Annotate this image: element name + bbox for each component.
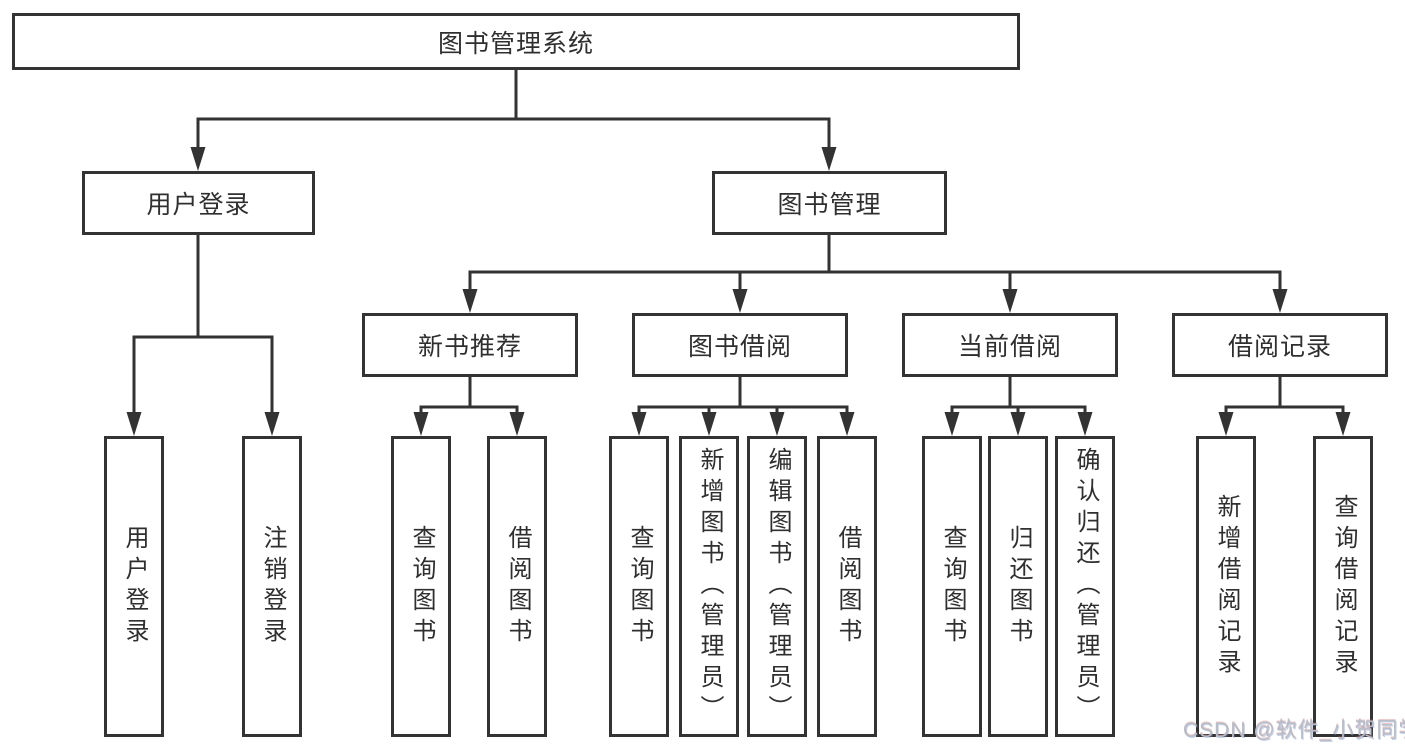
leaf-label: 查询图书 — [626, 524, 653, 649]
leaf-query-books-current: 查询图书 — [922, 436, 982, 737]
node-label: 图书管理 — [777, 191, 882, 219]
node-label: 图书管理系统 — [437, 29, 594, 58]
leaf-user-login: 用户登录 — [104, 436, 164, 737]
node-label: 图书借阅 — [687, 333, 792, 361]
leaf-label: 借阅图书 — [834, 524, 861, 649]
leaf-label: 归还图书 — [1005, 524, 1032, 649]
leaf-borrow-books-recommend: 借阅图书 — [487, 436, 547, 737]
leaf-label: 编辑图书（管理员） — [764, 447, 791, 726]
leaf-add-borrow-record: 新增借阅记录 — [1196, 436, 1256, 737]
connector-user-login-children — [126, 233, 280, 436]
leaf-label: 新增借阅记录 — [1213, 493, 1240, 680]
leaf-logout: 注销登录 — [242, 436, 302, 737]
leaf-query-books-recommend: 查询图书 — [391, 436, 451, 737]
node-new-book-recommendation: 新书推荐 — [362, 313, 578, 377]
node-user-login: 用户登录 — [82, 171, 315, 235]
leaf-return-books: 归还图书 — [988, 436, 1048, 737]
leaf-query-borrow-record: 查询借阅记录 — [1313, 436, 1373, 737]
node-borrowing-records: 借阅记录 — [1172, 313, 1388, 377]
node-current-borrowing: 当前借阅 — [902, 313, 1118, 377]
leaf-label: 查询图书 — [939, 524, 966, 649]
node-label: 借阅记录 — [1227, 333, 1332, 361]
connector-root-to-level2 — [190, 67, 837, 171]
leaf-add-books-admin: 新增图书（管理员） — [679, 436, 739, 737]
leaf-edit-books-admin: 编辑图书（管理员） — [747, 436, 807, 737]
leaf-label: 注销登录 — [259, 524, 286, 649]
csdn-watermark: CSDN @软件_小贺同学 — [1183, 719, 1405, 742]
connector-book-mgmt-to-level3 — [462, 233, 1288, 313]
node-label: 新书推荐 — [417, 333, 522, 361]
leaf-label: 查询借阅记录 — [1330, 493, 1357, 680]
connector-book-borrow-children — [631, 375, 855, 436]
node-book-management: 图书管理 — [712, 171, 947, 235]
node-root-system: 图书管理系统 — [12, 13, 1020, 70]
node-label: 用户登录 — [146, 191, 251, 219]
leaf-confirm-return-admin: 确认归还（管理员） — [1055, 436, 1115, 737]
leaf-label: 确认归还（管理员） — [1072, 447, 1099, 726]
leaf-label: 新增图书（管理员） — [696, 447, 723, 726]
leaf-borrow-books: 借阅图书 — [817, 436, 877, 737]
leaf-label: 用户登录 — [121, 524, 148, 649]
leaf-label: 查询图书 — [408, 524, 435, 649]
connector-borrow-records-children — [1218, 375, 1351, 436]
leaf-query-books-borrow: 查询图书 — [609, 436, 669, 737]
leaf-label: 借阅图书 — [504, 524, 531, 649]
node-book-borrowing: 图书借阅 — [632, 313, 848, 377]
node-label: 当前借阅 — [957, 333, 1062, 361]
connector-current-borrow-children — [944, 375, 1093, 436]
connector-new-rec-children — [413, 375, 525, 436]
